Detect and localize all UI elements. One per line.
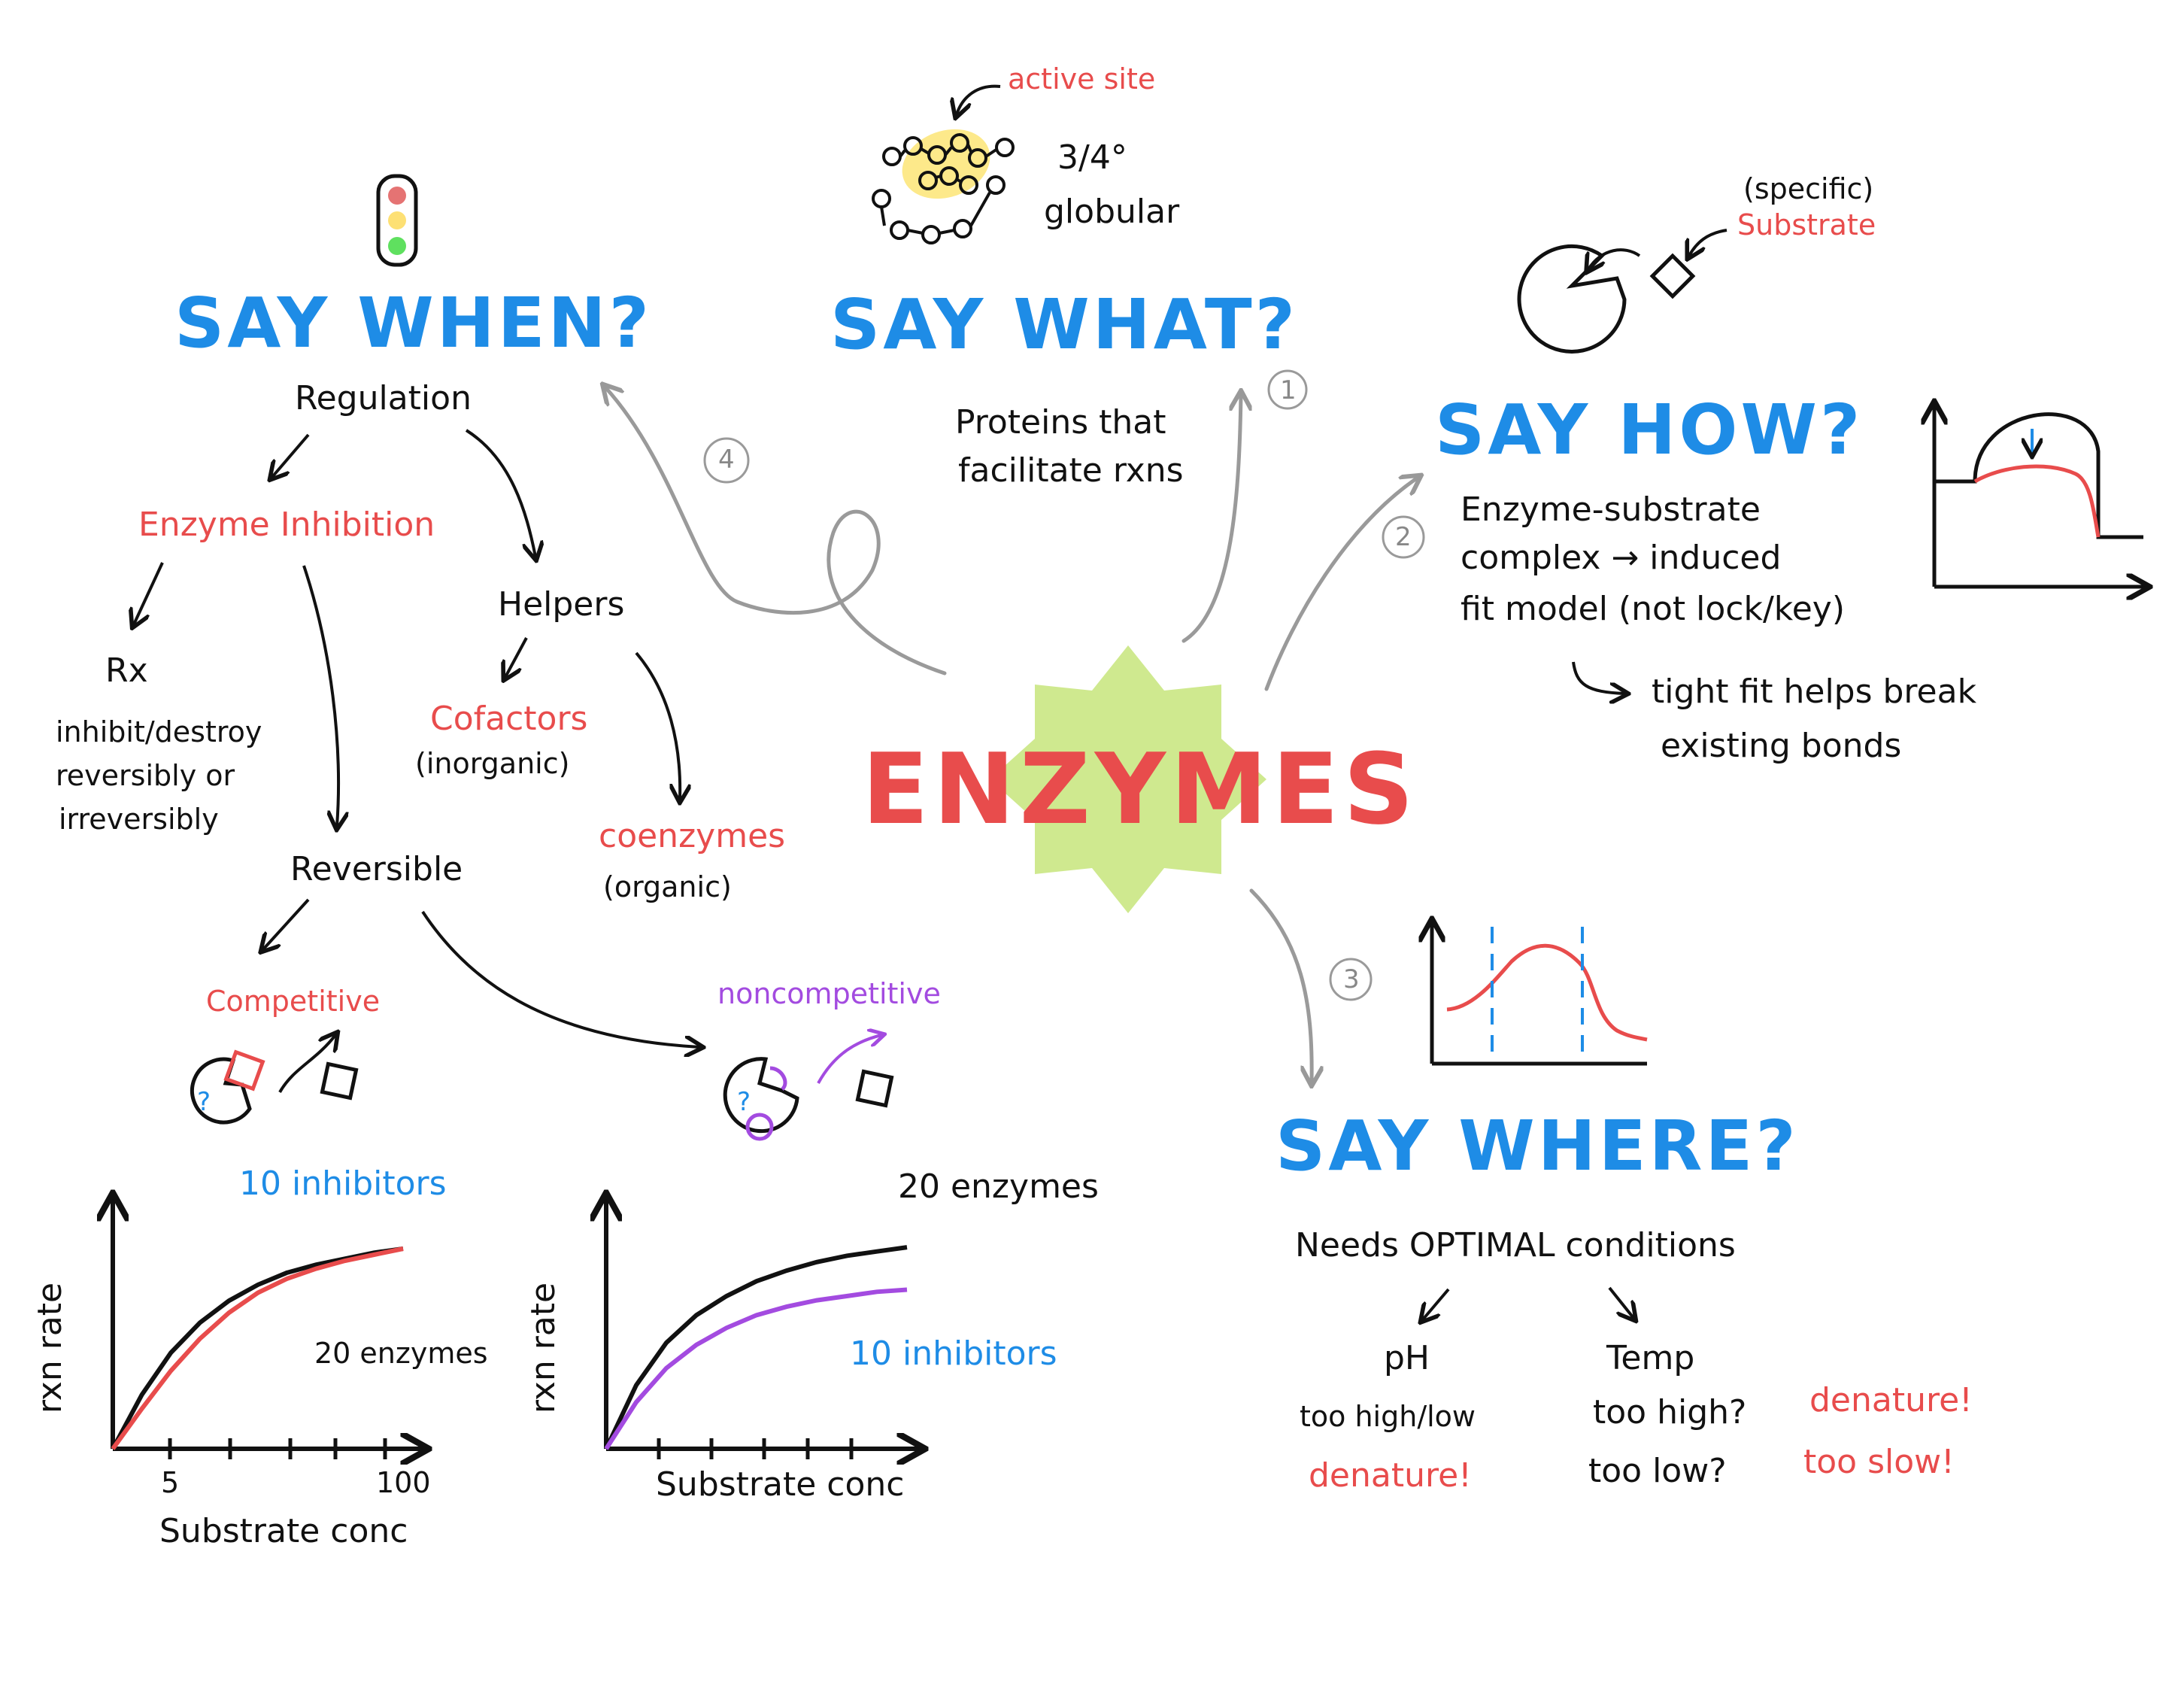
activation-energy-chart <box>1934 406 2145 587</box>
inhibition-to-reversible-arrow <box>302 565 338 826</box>
reversible-to-competitive-arrow <box>263 898 310 949</box>
competitive-inhibition-icon <box>190 1035 359 1125</box>
noncompetitive-annotation-inhibitors: 10 inhibitors <box>850 1334 1057 1373</box>
say-what-desc-line-1: Proteins that <box>955 403 1166 442</box>
regulation-to-inhibition-arrow <box>272 433 310 477</box>
competitive-question-mark: ? <box>197 1087 211 1117</box>
catalyzed-curve <box>1973 464 2101 538</box>
enzyme-pacman-icon <box>1517 244 1627 354</box>
competitive-ylabel: rxn rate <box>31 1282 70 1414</box>
enzymes-badge <box>990 645 1266 913</box>
say-how-desc-line-1: Enzyme-substrate <box>1461 490 1761 529</box>
structure-shape-label: globular <box>1044 193 1180 231</box>
noncompetitive-inhibition-icon <box>723 1035 894 1141</box>
step-2-number: 2 <box>1395 522 1412 552</box>
ph-label: pH <box>1384 1339 1430 1377</box>
step-4-badge <box>703 437 750 484</box>
rx-desc-line-2: reversibly or <box>56 759 235 792</box>
say-how-result-line-1: tight fit helps break <box>1652 672 1977 711</box>
temp-too-high-label: too high? <box>1593 1393 1747 1431</box>
noncompetitive-ylabel: rxn rate <box>524 1282 563 1414</box>
substrate-diamond-icon <box>1649 253 1696 299</box>
optimal-conditions-chart <box>1432 924 1648 1066</box>
noncompetitive-purple-series <box>604 1287 908 1450</box>
step-3-badge <box>1329 958 1373 1001</box>
substrate-to-enzyme-arrow <box>1588 248 1641 269</box>
helpers-to-coenzymes-arrow <box>635 651 680 799</box>
step-2-badge <box>1382 515 1425 559</box>
noncompetitive-question-mark: ? <box>737 1087 751 1117</box>
helpers-to-cofactors-arrow <box>505 637 528 677</box>
reversible-label: Reversible <box>290 850 463 888</box>
how-result-arrow <box>1572 661 1624 694</box>
coenzymes-note: (organic) <box>603 870 732 903</box>
inhibition-to-rx-arrow <box>134 562 164 624</box>
step-1-number: 1 <box>1280 375 1297 405</box>
structure-level-label: 3/4° <box>1057 138 1127 177</box>
temp-label: Temp <box>1606 1339 1695 1377</box>
competitive-xlabel: Substrate conc <box>159 1512 408 1550</box>
needs-to-ph-arrow <box>1423 1288 1450 1319</box>
connector-say-when <box>605 387 947 676</box>
coenzymes-label: coenzymes <box>599 817 786 855</box>
noncompetitive-chart <box>606 1199 919 1459</box>
temp-too-slow-label: too slow! <box>1803 1443 1955 1481</box>
optimal-curve <box>1446 943 1648 1042</box>
traffic-light-icon <box>376 174 418 267</box>
step-1-badge <box>1267 369 1308 410</box>
say-where-heading: SAY WHERE? <box>1276 1106 1799 1186</box>
cofactors-label: Cofactors <box>430 700 588 738</box>
specific-label: (specific) <box>1743 172 1874 205</box>
noncompetitive-black-series <box>604 1245 908 1450</box>
step-3-number: 3 <box>1343 964 1360 994</box>
competitive-label: Competitive <box>206 985 381 1018</box>
say-what-desc-line-2: facilitate rxns <box>958 451 1184 490</box>
competitive-tick-5: 5 <box>161 1466 180 1499</box>
connector-say-how <box>1264 478 1418 691</box>
say-how-desc-line-2: complex → induced <box>1461 539 1782 577</box>
competitive-tick-100: 100 <box>376 1466 431 1499</box>
say-how-desc-line-3: fit model (not lock/key) <box>1461 590 1845 628</box>
competitive-annotation-inhibitors: 10 inhibitors <box>239 1164 447 1203</box>
step-4-number: 4 <box>718 445 735 475</box>
regulation-to-helpers-arrow <box>465 429 535 557</box>
globular-protein-icon <box>872 129 1015 244</box>
substrate-label: Substrate <box>1737 208 1876 241</box>
cofactors-note: (inorganic) <box>415 747 570 780</box>
temp-denature-label: denature! <box>1809 1381 1973 1419</box>
say-how-heading: SAY HOW? <box>1435 390 1864 470</box>
competitive-annotation-enzymes: 20 enzymes <box>314 1337 488 1370</box>
ph-too-high-label: too high/low <box>1300 1400 1476 1433</box>
competitive-chart <box>113 1199 423 1459</box>
enzyme-inhibition-label: Enzyme Inhibition <box>138 505 435 544</box>
active-site-label: active site <box>1008 62 1156 96</box>
say-when-heading: SAY WHEN? <box>174 283 652 363</box>
substrate-label-arrow <box>1689 229 1727 256</box>
say-how-result-line-2: existing bonds <box>1661 727 1902 765</box>
enzymes-title: ENZYMES <box>862 732 1418 846</box>
regulation-label: Regulation <box>295 379 472 417</box>
reversible-to-noncompetitive-arrow <box>421 910 699 1047</box>
connector-say-what <box>1181 395 1241 643</box>
helpers-label: Helpers <box>498 585 625 624</box>
competitive-red-series <box>111 1246 404 1450</box>
ph-denature-label: denature! <box>1309 1456 1472 1495</box>
uncatalyzed-curve <box>1934 412 2143 539</box>
rx-label: Rx <box>105 651 148 690</box>
connector-say-where <box>1249 888 1312 1082</box>
needs-to-temp-arrow <box>1608 1286 1633 1318</box>
noncompetitive-annotation-enzymes: 20 enzymes <box>898 1167 1099 1206</box>
rx-desc-line-3: irreversibly <box>59 803 219 836</box>
rx-desc-line-1: inhibit/destroy <box>56 715 262 748</box>
temp-too-low-label: too low? <box>1588 1452 1727 1490</box>
noncompetitive-label: noncompetitive <box>717 977 941 1010</box>
noncompetitive-xlabel: Substrate conc <box>656 1465 905 1504</box>
active-site-arrow <box>957 84 1001 114</box>
needs-optimal-label: Needs OPTIMAL conditions <box>1295 1226 1736 1264</box>
say-what-heading: SAY WHAT? <box>830 284 1298 365</box>
